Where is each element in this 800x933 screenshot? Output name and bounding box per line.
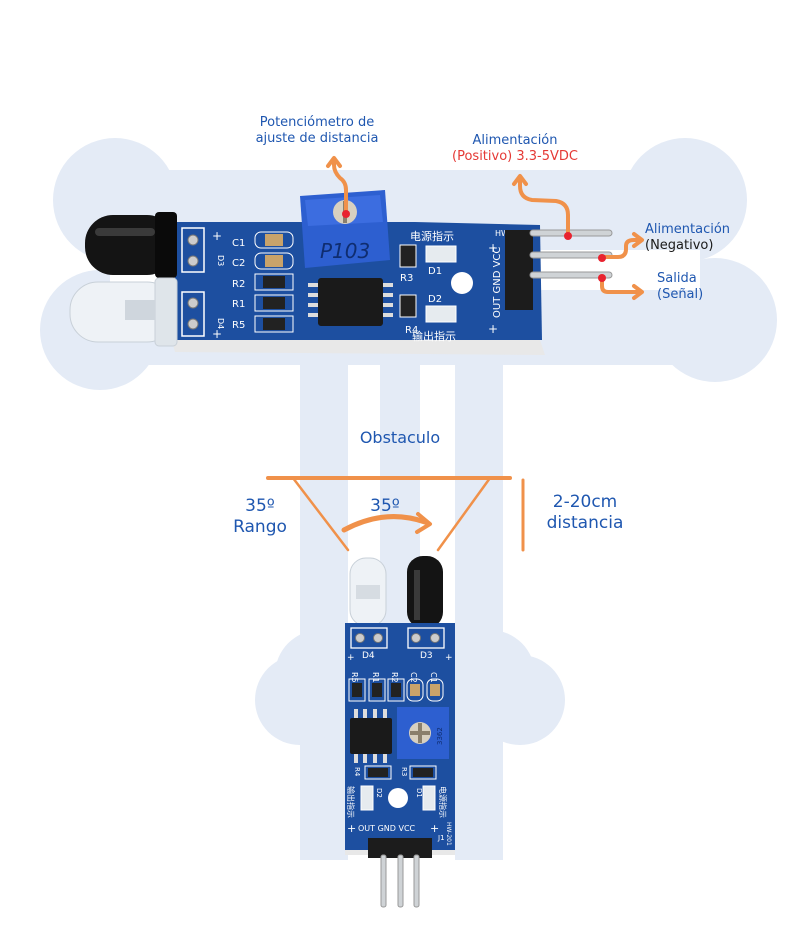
pot-dot <box>342 210 350 218</box>
beam-angle-arc <box>341 514 428 533</box>
ir-emitter-clear-bottom <box>349 557 387 627</box>
obstacle-label: Obstaculo <box>359 428 441 447</box>
beam-angle-label: 35º <box>370 496 400 516</box>
potentiometer-label-line1: Potenciómetro de <box>259 115 375 130</box>
svg-text:D4: D4 <box>362 651 375 661</box>
vcc-label: Alimentación (Positivo) 3.3-5VDC <box>440 133 590 166</box>
pot-arrow <box>332 158 348 214</box>
out-label: Salida (Señal) <box>657 271 703 304</box>
ir-receiver-black-bottom <box>407 556 443 628</box>
potentiometer-label-line2: ajuste de distancia <box>255 131 379 147</box>
gnd-label: Alimentación (Negativo) <box>645 222 730 255</box>
svg-text:电源指示: 电源指示 <box>410 229 454 243</box>
svg-text:R3: R3 <box>400 273 413 284</box>
svg-text:D2: D2 <box>375 788 383 798</box>
range-label: 35º Rango <box>215 496 305 539</box>
svg-text:3362: 3362 <box>436 727 444 745</box>
svg-text:R2: R2 <box>390 672 399 683</box>
lm393-chip-bottom <box>350 709 392 763</box>
svg-text:+: + <box>347 653 355 663</box>
svg-text:+: + <box>347 822 356 835</box>
svg-text:C1: C1 <box>232 238 245 249</box>
svg-text:R3: R3 <box>400 767 408 776</box>
svg-text:C2: C2 <box>232 258 245 269</box>
out-arrow <box>600 276 642 294</box>
svg-text:电源指示: 电源指示 <box>438 786 448 818</box>
svg-text:OUT GND VCC: OUT GND VCC <box>492 247 503 318</box>
svg-text:D1: D1 <box>428 266 442 277</box>
svg-text:D3: D3 <box>216 255 225 266</box>
beam-left-line <box>291 476 350 552</box>
distance-label: 2-20cm distancia <box>530 492 640 535</box>
lm393-chip <box>308 278 393 326</box>
svg-text:R4: R4 <box>405 325 418 336</box>
gnd-arrow <box>602 238 642 259</box>
vcc-pin-dot <box>564 232 572 240</box>
svg-text:OUT GND VCC: OUT GND VCC <box>358 824 416 833</box>
distance-value: 2-20cm <box>552 492 618 512</box>
svg-text:+: + <box>445 653 453 663</box>
range-word: Rango <box>233 517 287 538</box>
ir-emitter-clear <box>69 277 178 347</box>
svg-text:D4: D4 <box>216 318 225 329</box>
svg-text:D2: D2 <box>428 294 442 305</box>
svg-text:C1: C1 <box>429 672 438 683</box>
range-angle: 35º <box>245 496 275 516</box>
out-label-sub: (Señal) <box>657 287 704 303</box>
svg-text:R5: R5 <box>350 672 359 683</box>
svg-text:D1: D1 <box>415 788 423 798</box>
vcc-label-sub: (Positivo) 3.3-5VDC <box>452 149 578 165</box>
potentiometer-label: Potenciómetro de ajuste de distancia <box>232 115 402 148</box>
ir-receiver-black <box>85 212 177 278</box>
svg-text:+: + <box>430 822 439 835</box>
vcc-arrow <box>518 176 570 237</box>
beam-right-line <box>436 476 492 552</box>
svg-text:R1: R1 <box>232 299 245 310</box>
gnd-pin-dot <box>598 254 606 262</box>
svg-text:P103: P103 <box>320 239 370 263</box>
svg-text:HW: HW <box>495 229 509 238</box>
svg-text:R4: R4 <box>353 767 361 777</box>
svg-text:C2: C2 <box>409 672 418 683</box>
svg-text:+: + <box>488 322 498 336</box>
out-pin-dot <box>598 274 606 282</box>
distance-word: distancia <box>546 513 624 534</box>
svg-text:R5: R5 <box>232 320 245 331</box>
svg-text:J1: J1 <box>437 834 445 842</box>
svg-text:+: + <box>212 327 222 341</box>
potentiometer-bottom: 3362 <box>397 707 449 759</box>
svg-text:+: + <box>488 241 498 255</box>
svg-text:+: + <box>212 229 222 243</box>
gnd-label-sub: (Negativo) <box>645 238 714 254</box>
vcc-label-title: Alimentación <box>472 133 558 148</box>
svg-text:R2: R2 <box>232 279 245 290</box>
out-label-title: Salida <box>657 271 697 286</box>
svg-text:D3: D3 <box>420 651 433 661</box>
gnd-label-title: Alimentación <box>645 222 731 237</box>
svg-text:输出指示: 输出指示 <box>412 329 456 343</box>
svg-text:输出指示: 输出指示 <box>346 786 356 818</box>
svg-text:R1: R1 <box>371 672 380 683</box>
svg-text:HW-201: HW-201 <box>445 822 452 846</box>
